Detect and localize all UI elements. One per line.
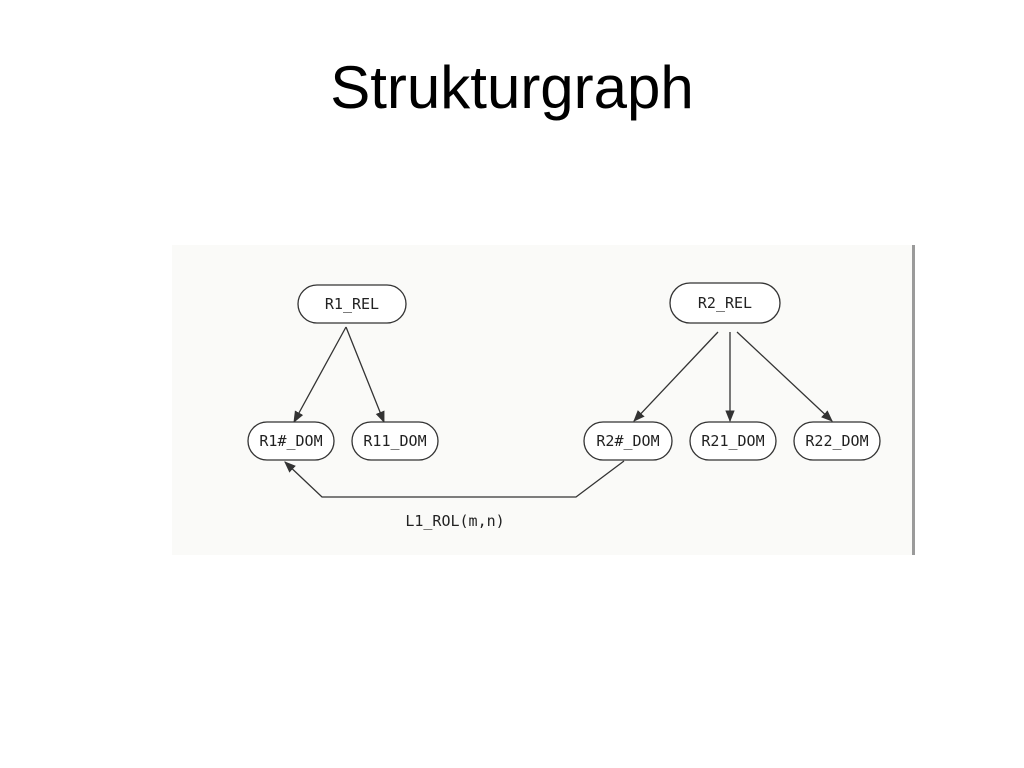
figure-background [172, 245, 912, 555]
structure-graph: R1_REL R2_REL R1#_DOM R11_DOM R2#_DOM R2… [247, 282, 881, 530]
edge-r1rel-r1hashdom [293, 326, 347, 424]
node-r2-rel: R2_REL [669, 282, 781, 324]
structure-graph-figure: R1_REL R2_REL R1#_DOM R11_DOM R2#_DOM R2… [172, 245, 918, 557]
node-r11-dom: R11_DOM [351, 421, 439, 461]
slide-title: Strukturgraph [330, 54, 694, 121]
edge-r1rel-r11dom [345, 326, 385, 424]
node-r11-dom-label: R11_DOM [363, 432, 426, 450]
node-r2-hash-dom: R2#_DOM [583, 421, 673, 461]
figure-right-border [912, 245, 915, 555]
node-r1-rel: R1_REL [297, 284, 407, 324]
node-r1-hash-dom-label: R1#_DOM [259, 432, 322, 450]
edge-l1rol [284, 460, 625, 498]
edge-l1rol-label: L1_ROL(m,n) [405, 512, 504, 530]
node-r22-dom: R22_DOM [793, 421, 881, 461]
node-r2-rel-label: R2_REL [698, 294, 752, 312]
node-r21-dom: R21_DOM [689, 421, 777, 461]
node-r1-rel-label: R1_REL [325, 295, 379, 313]
node-r2-hash-dom-label: R2#_DOM [596, 432, 659, 450]
edge-r2rel-r22dom [736, 331, 833, 422]
node-r1-hash-dom: R1#_DOM [247, 421, 335, 461]
edge-r2rel-r2hashdom [633, 331, 719, 422]
node-r21-dom-label: R21_DOM [701, 432, 764, 450]
node-r22-dom-label: R22_DOM [805, 432, 868, 450]
